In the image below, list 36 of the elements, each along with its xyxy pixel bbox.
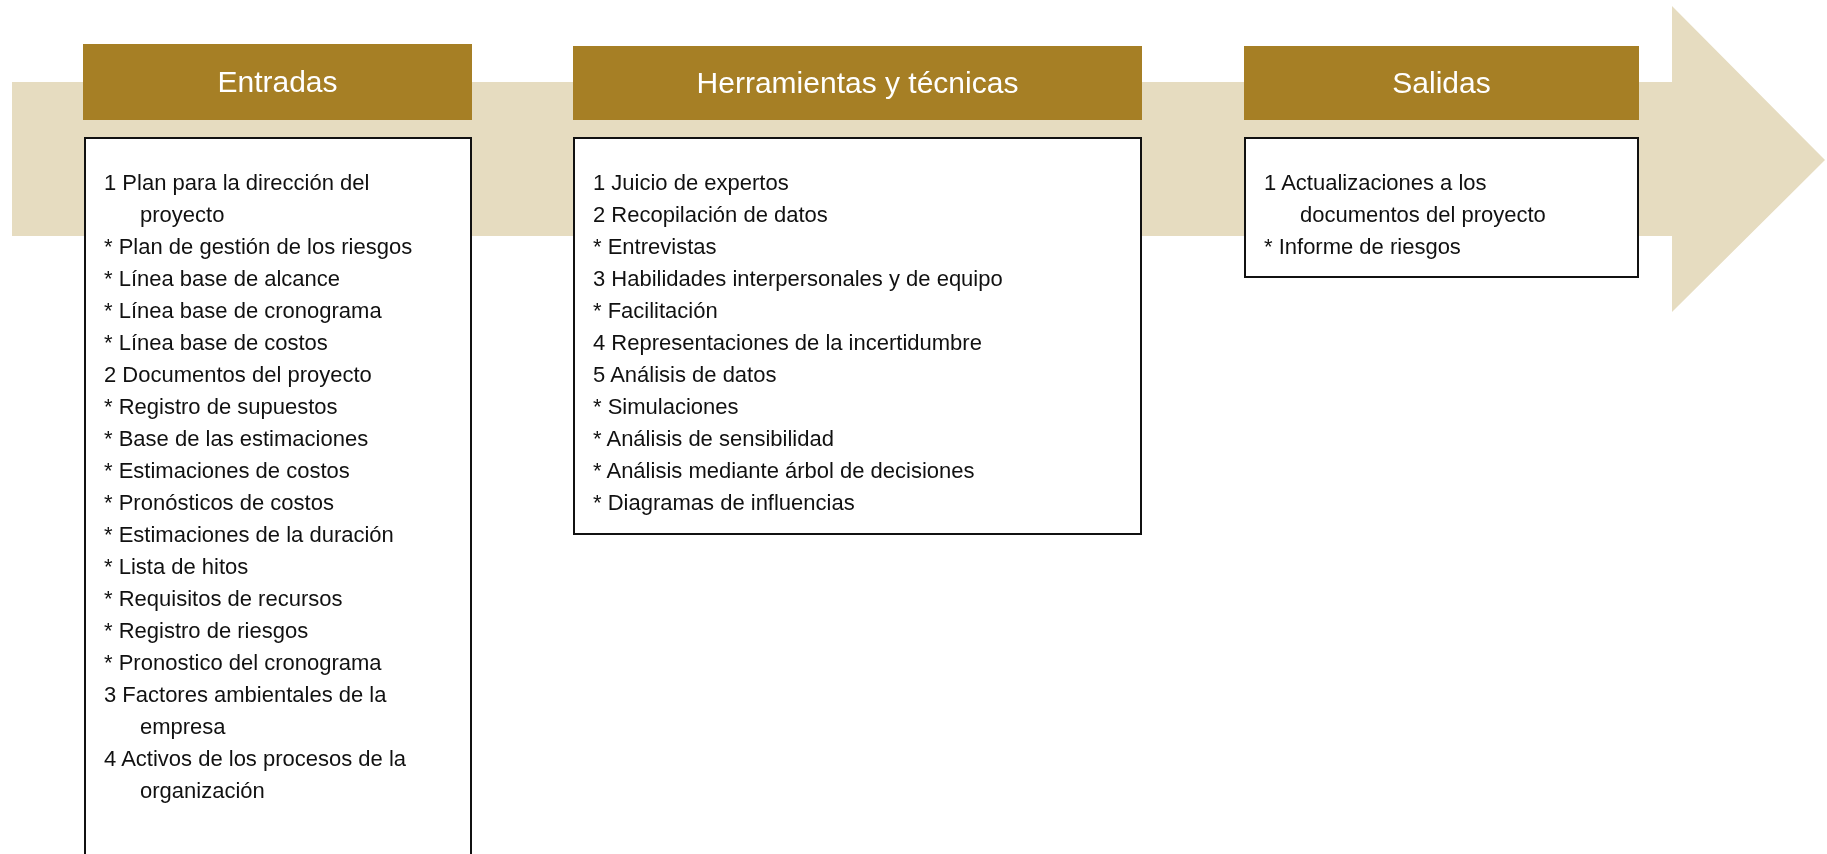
- list-item: 2 Recopilación de datos: [593, 201, 829, 229]
- list-item: * Registro de supuestos: [104, 393, 339, 421]
- list-item: * Entrevistas: [593, 233, 718, 261]
- heading: Salidas: [1392, 66, 1491, 100]
- list-item: * Análisis mediante árbol de decisiones: [593, 457, 976, 485]
- list-item: 4 Representaciones de la incertidumbre: [593, 329, 983, 357]
- list-item: * Pronósticos de costos: [104, 489, 335, 517]
- list-item: * Simulaciones: [593, 393, 740, 421]
- list-item: * Estimaciones de costos: [104, 457, 351, 485]
- list-item: 3 Factores ambientales de la empresa: [104, 681, 388, 741]
- list-item: * Registro de riesgos: [104, 617, 310, 645]
- list-item: * Plan de gestión de los riesgos: [104, 233, 414, 261]
- list-item: * Línea base de cronograma: [104, 297, 383, 325]
- list-item: * Análisis de sensibilidad: [593, 425, 835, 453]
- list-item: * Lista de hitos: [104, 553, 250, 581]
- list-item: * Facilitación: [593, 297, 719, 325]
- list-box: [84, 137, 472, 854]
- list-item: 3 Habilidades interpersonales y de equipo: [593, 265, 1004, 293]
- list-item: 1 Actualizaciones a los documentos del proyecto: [1264, 169, 1547, 229]
- list-box: [573, 137, 1142, 535]
- list-item: 2 Documentos del proyecto: [104, 361, 373, 389]
- heading: Entradas: [217, 65, 338, 99]
- list-item: * Diagramas de influencias: [593, 489, 856, 517]
- list-item: * Pronostico del cronograma: [104, 649, 383, 677]
- list-item: 1 Plan para la dirección del proyecto: [104, 169, 371, 229]
- list-item: * Base de las estimaciones: [104, 425, 370, 453]
- list-item: * Línea base de costos: [104, 329, 329, 357]
- list-item: * Requisitos de recursos: [104, 585, 344, 613]
- list-item: 5 Análisis de datos: [593, 361, 778, 389]
- list-item: * Estimaciones de la duración: [104, 521, 395, 549]
- list-item: 1 Juicio de expertos: [593, 169, 790, 197]
- heading: Herramientas y técnicas: [696, 66, 1019, 100]
- header-bar: [83, 44, 472, 120]
- list-item: 4 Activos de los procesos de la organización: [104, 745, 408, 805]
- list-item: * Informe de riesgos: [1264, 233, 1462, 261]
- list-item: * Línea base de alcance: [104, 265, 342, 293]
